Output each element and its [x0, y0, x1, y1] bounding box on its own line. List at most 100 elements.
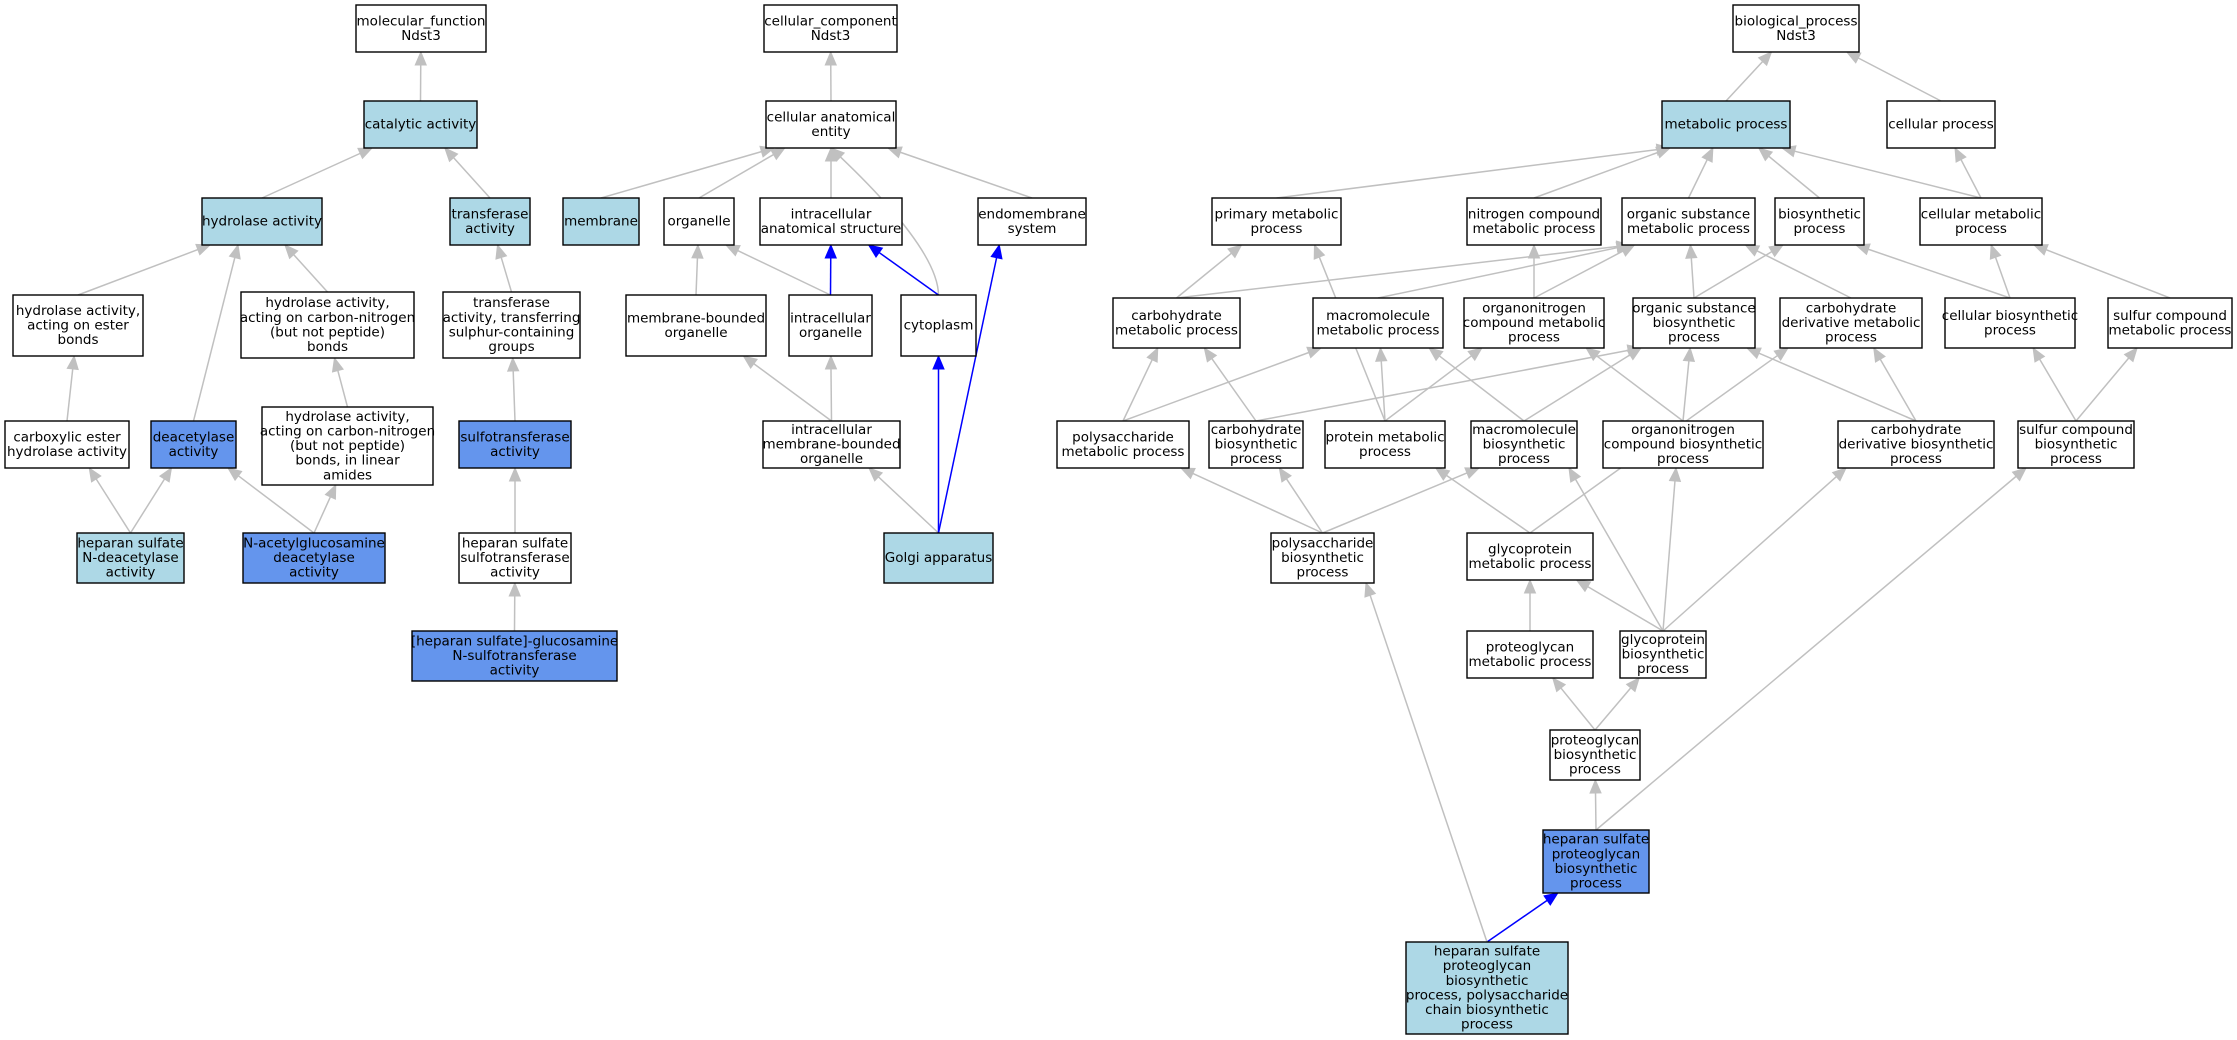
edge-line — [1794, 150, 1982, 199]
edge-line — [1255, 349, 1629, 422]
edge-protmp-to-onmp — [1384, 347, 1483, 422]
node-label-line: metabolic process — [1665, 117, 1788, 133]
node-label-line: compound metabolic — [1463, 315, 1605, 331]
edge-macrobp-to-osbp — [1523, 347, 1643, 422]
node-box — [1466, 197, 1602, 246]
go-term-node-hyd_cn_lin[interactable]: hydrolase activity,acting on carbon-nitr… — [260, 406, 435, 486]
edge-hspg_poly-to-polybp — [1364, 581, 1488, 943]
edge-hyd_cn_lin-to-hyd_cn — [331, 356, 349, 408]
go-term-node-cytoplasm[interactable]: cytoplasm — [900, 294, 977, 357]
node-label-line: carbohydrate — [1871, 422, 1962, 438]
go-term-node-membrane[interactable]: membrane — [562, 197, 640, 246]
edge-line — [1211, 358, 1257, 422]
go-term-node-catalytic[interactable]: catalytic activity — [363, 100, 478, 149]
node-label-line: biosynthetic — [1446, 973, 1529, 989]
go-term-node-hspg_poly[interactable]: heparan sulfateproteoglycanbiosyntheticp… — [1405, 941, 1569, 1035]
node-label-line: process — [1230, 451, 1282, 467]
edge-line — [1446, 474, 1531, 534]
edge-transferase-to-catalytic — [443, 147, 491, 199]
edge-line — [1587, 585, 1664, 632]
edge-arrowhead — [1668, 466, 1682, 482]
node-label-line: cellular anatomical — [767, 109, 896, 125]
edge-arrowhead — [1831, 467, 1847, 482]
edge-line — [2045, 249, 2171, 299]
go-term-node-hspg[interactable]: heparan sulfateproteoglycanbiosyntheticp… — [1542, 829, 1650, 894]
go-term-node-cellproc[interactable]: cellular process — [1886, 100, 1996, 149]
edge-line — [1662, 480, 1676, 632]
node-label-line: process — [1890, 451, 1942, 467]
node-box — [900, 294, 977, 357]
go-term-node-hyd_cn[interactable]: hydrolase activity,acting on carbon-nitr… — [240, 291, 415, 359]
node-box — [411, 630, 618, 682]
edge-arrowhead — [1773, 347, 1790, 361]
edge-arrowhead — [1745, 347, 1762, 360]
node-label-line: macromolecule — [1326, 308, 1430, 324]
node-box — [458, 420, 572, 469]
edge-imbo-to-mbo — [742, 355, 832, 422]
edge-nag_deac-to-hyd_cn_lin — [313, 483, 337, 534]
edge-carbmp-to-primary — [1176, 244, 1243, 299]
edge-arrowhead — [2123, 347, 2138, 363]
edge-arrowhead — [1873, 346, 1886, 363]
go-term-node-hs_glcn[interactable]: [heparan sulfate]-glucosamineN-sulfotran… — [411, 630, 618, 682]
node-box — [1919, 197, 2043, 246]
edge-arrowhead — [1757, 147, 1774, 162]
go-term-node-hydrolase[interactable]: hydrolase activity — [201, 197, 323, 246]
go-term-node-metab[interactable]: metabolic process — [1661, 100, 1791, 149]
edge-line — [293, 254, 329, 293]
go-term-node-organelle[interactable]: organelle — [663, 197, 735, 246]
edge-arrowhead — [830, 147, 846, 162]
node-label-line: macromolecule — [1472, 422, 1576, 438]
node-label-line: cellular process — [1888, 117, 1994, 133]
node-label-line: carbohydrate — [1806, 300, 1897, 316]
edge-line — [1594, 687, 1632, 731]
node-box — [201, 197, 323, 246]
node-box — [242, 532, 386, 584]
node-label-line: proteoglycan — [1551, 732, 1640, 748]
edge-arrowhead — [1585, 347, 1601, 362]
go-term-node-golgi[interactable]: Golgi apparatus — [883, 532, 994, 584]
